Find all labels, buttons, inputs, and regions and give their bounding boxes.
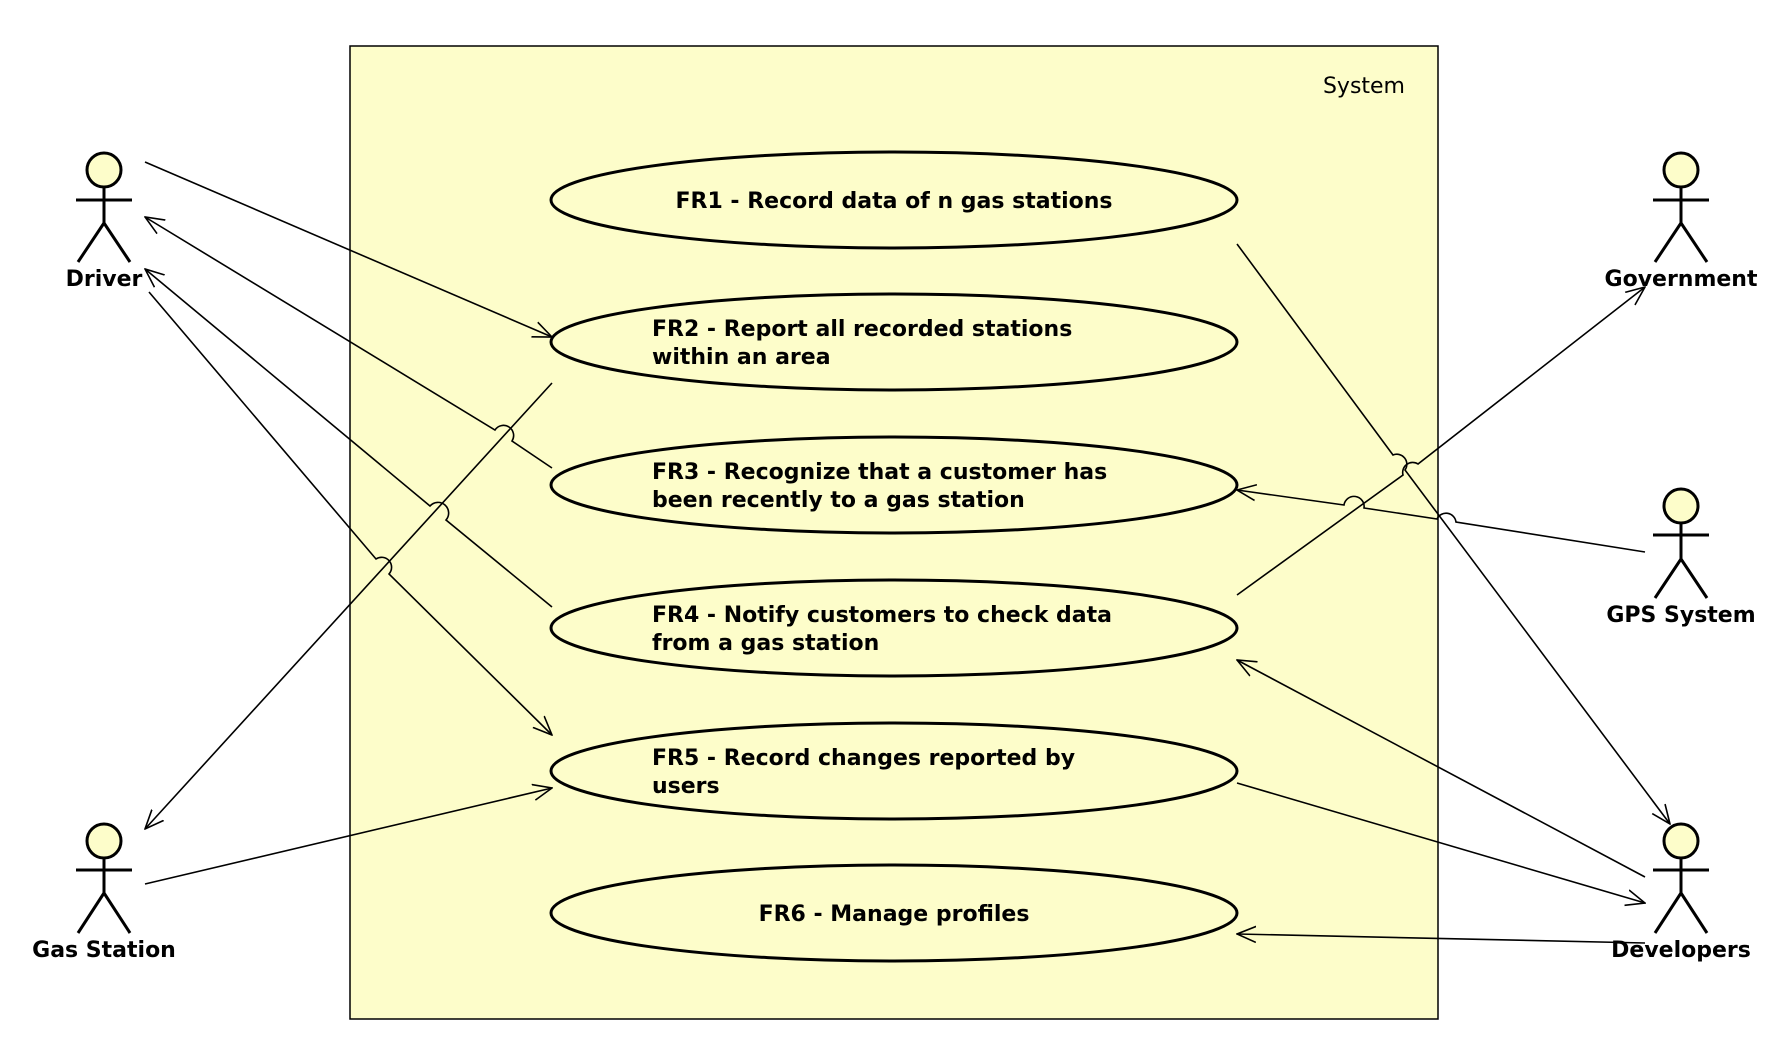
svg-text:FR4 - Notify customers to chec: FR4 - Notify customers to check data	[652, 603, 1112, 628]
actor-developers[interactable]: Developers	[1611, 822, 1751, 963]
use-case-label: been recently to a gas station	[652, 488, 1025, 513]
actor-head	[85, 822, 123, 860]
use-case-label: FR1 - Record data of n gas stations	[675, 189, 1112, 214]
svg-text:been recently to a gas station: been recently to a gas station	[652, 488, 1025, 513]
svg-text:users: users	[652, 774, 720, 799]
assoc-developers-fr4	[1237, 660, 1646, 878]
assoc-fr4-government	[1236, 287, 1645, 596]
use-case-label: within an area	[652, 345, 831, 370]
use-case-label: users	[652, 774, 720, 799]
use-case-fr1[interactable]: FR1 - Record data of n gas stations	[549, 150, 1239, 250]
svg-text:FR1 - Record data of n gas sta: FR1 - Record data of n gas stations	[675, 189, 1112, 214]
svg-text:FR5 - Record changes reported: FR5 - Record changes reported by	[652, 746, 1075, 771]
actor-gps-system[interactable]: GPS System	[1606, 487, 1756, 628]
assoc-fr4-driver	[145, 269, 553, 608]
use-case-label: from a gas station	[652, 631, 879, 656]
actor-driver[interactable]: Driver	[66, 151, 143, 292]
use-case-label: FR5 - Record changes reported by	[652, 746, 1075, 771]
svg-text:FR3 - Recognize that a custome: FR3 - Recognize that a customer has	[652, 460, 1107, 485]
actor-gas-station[interactable]: Gas Station	[32, 822, 176, 963]
actor-label: Government	[1605, 267, 1758, 292]
use-case-fr2[interactable]: FR2 - Report all recorded stations withi…	[549, 292, 1239, 392]
use-case-fr3[interactable]: FR3 - Recognize that a customer has been…	[549, 435, 1239, 535]
use-case-fr4[interactable]: FR4 - Notify customers to check data fro…	[549, 578, 1239, 678]
use-case-label: FR2 - Report all recorded stations	[652, 317, 1072, 342]
use-case-label: FR6 - Manage profiles	[759, 902, 1030, 927]
actor-label: Driver	[66, 267, 143, 292]
actor-label: GPS System	[1606, 603, 1755, 628]
actor-head	[1662, 151, 1700, 189]
actor-head	[1662, 822, 1700, 860]
use-case-fr6[interactable]: FR6 - Manage profiles	[549, 863, 1239, 963]
svg-text:within an area: within an area	[652, 345, 831, 370]
actor-head	[1662, 487, 1700, 525]
use-case-fr5[interactable]: FR5 - Record changes reported by users	[549, 721, 1239, 821]
assoc-fr1-developers	[1236, 243, 1670, 824]
use-case-label: FR3 - Recognize that a customer has	[652, 460, 1107, 485]
assoc-fr2-gasstation	[145, 382, 553, 829]
use-case-label: FR4 - Notify customers to check data	[652, 603, 1112, 628]
svg-text:FR2 - Report all recorded stat: FR2 - Report all recorded stations	[652, 317, 1072, 342]
assoc-gasstation-fr5	[144, 788, 552, 885]
assoc-developers-fr6	[1237, 934, 1646, 944]
associations	[144, 161, 1670, 944]
assoc-gps-fr3	[1237, 490, 1646, 553]
system-label: System	[1323, 74, 1405, 99]
actor-head	[85, 151, 123, 189]
assoc-fr5-developers	[1236, 782, 1645, 903]
svg-text:from a gas station: from a gas station	[652, 631, 879, 656]
assoc-fr3-driver	[145, 217, 553, 469]
actor-label: Developers	[1611, 938, 1751, 963]
actor-label: Gas Station	[32, 938, 176, 963]
svg-text:FR6 - Manage profiles: FR6 - Manage profiles	[759, 902, 1030, 927]
actor-government[interactable]: Government	[1605, 151, 1758, 292]
assoc-driver-fr2	[144, 161, 552, 337]
